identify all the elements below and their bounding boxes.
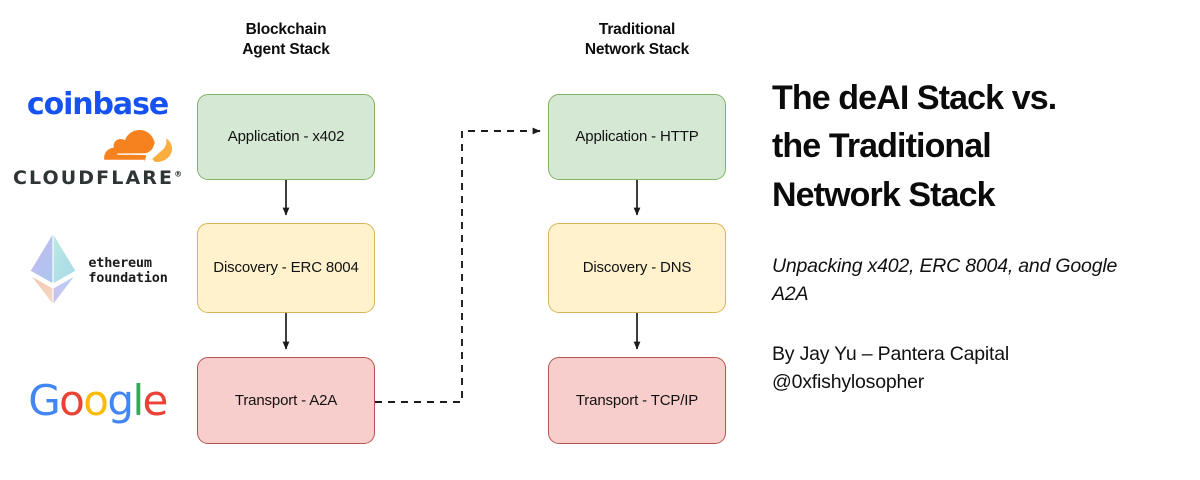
node-discovery-erc-8004[interactable]: Discovery - ERC 8004 [197,223,375,313]
byline-handle: @0xfishylosopher [772,371,925,394]
node-label: Application - x402 [227,128,345,146]
column-title-line2: Network Stack [584,40,690,58]
ethereum-diamond-icon [27,230,79,313]
node-label: Transport - A2A [234,391,338,409]
node-label: Application - HTTP [575,128,699,146]
article-headline: The deAI Stack vs. the Traditional Netwo… [772,79,1057,214]
cloudflare-logo: CLOUDFLARE® [0,126,195,190]
ethereum-foundation-logo: ethereum foundation [0,230,195,313]
column-title-blockchain: Blockchain Agent Stack [197,20,375,60]
google-wordmark: Google [28,376,168,425]
node-transport-tcp-ip[interactable]: Transport - TCP/IP [548,357,726,444]
article-subheadline: Unpacking x402, ERC 8004, and Google A2A [772,255,1118,306]
eth-word-line2: foundation [88,270,168,286]
article-byline: By Jay Yu – Pantera Capital @0xfishyloso… [772,340,1142,397]
node-application-x402[interactable]: Application - x402 [197,94,375,180]
eth-word-line1: ethereum [88,254,152,271]
node-transport-a2a[interactable]: Transport - A2A [197,357,375,444]
ethereum-foundation-wordmark: ethereum foundation [88,254,168,286]
cloud-icon [64,128,176,168]
node-label: Transport - TCP/IP [575,391,699,409]
column-title-line1: Blockchain [245,21,327,38]
logo-column: coinbase CLOUDFLARE® [0,0,195,480]
column-title-line2: Agent Stack [242,40,330,58]
cloudflare-wordmark: CLOUDFLARE® [12,167,183,189]
node-label: Discovery - DNS [582,259,692,277]
byline-author: By Jay Yu – Pantera Capital [772,343,1010,365]
coinbase-logo: coinbase [0,82,195,128]
column-title-traditional: Traditional Network Stack [548,20,726,60]
node-discovery-dns[interactable]: Discovery - DNS [548,223,726,313]
node-application-http[interactable]: Application - HTTP [548,94,726,180]
column-title-line1: Traditional [598,21,676,38]
node-label: Discovery - ERC 8004 [213,259,359,277]
registered-mark-icon: ® [174,169,183,179]
coinbase-wordmark: coinbase [26,87,169,122]
google-logo: Google [0,366,195,436]
